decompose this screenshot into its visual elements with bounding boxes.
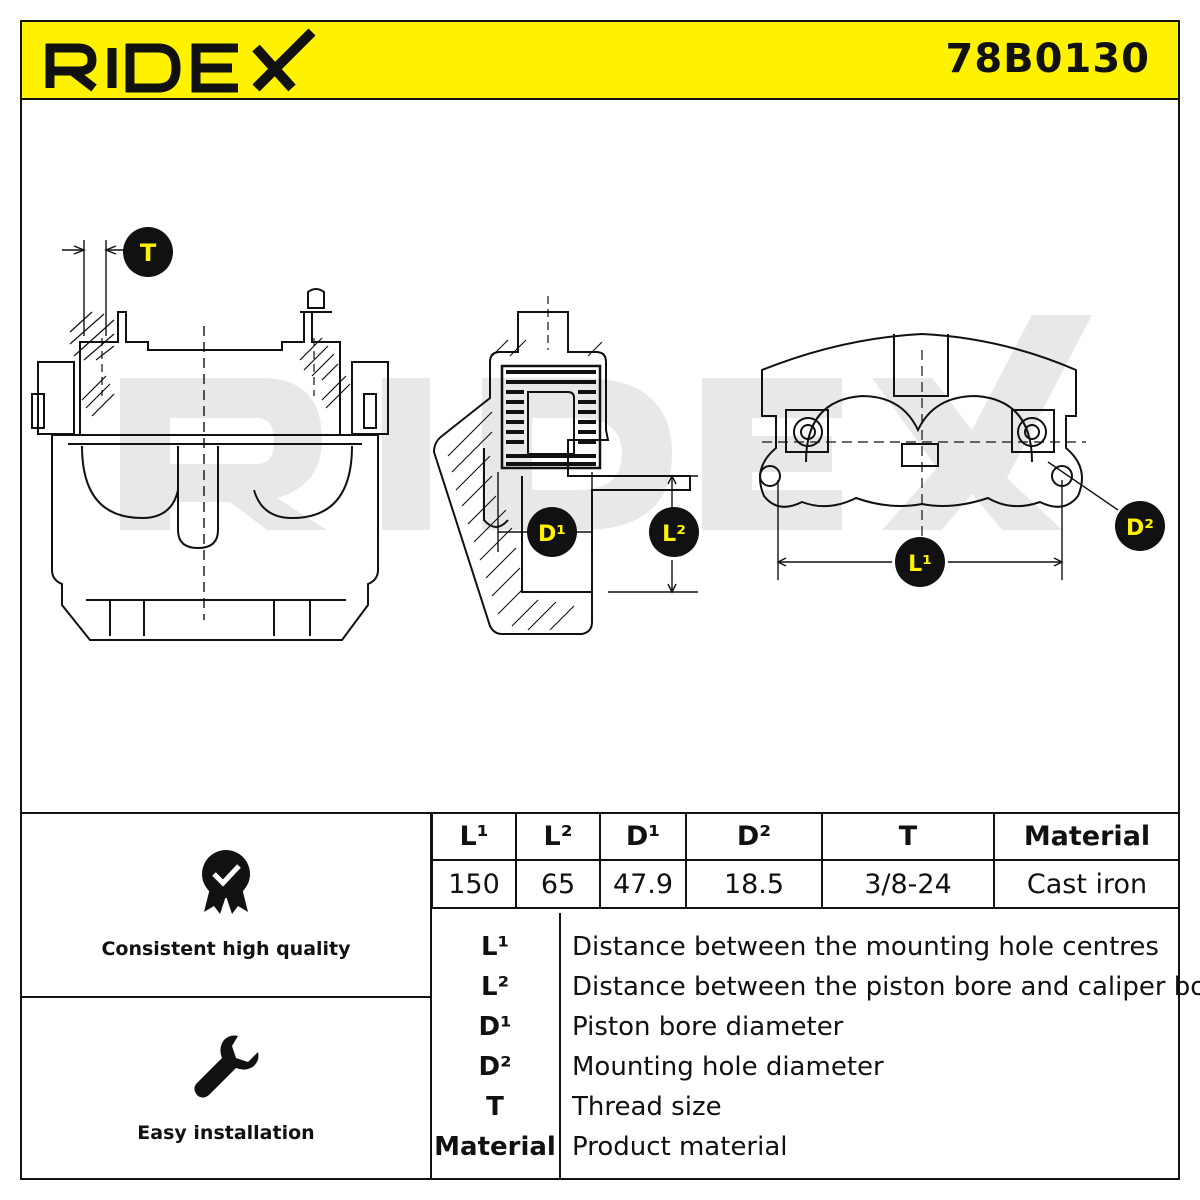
spec-value-cell: 65 bbox=[515, 859, 601, 909]
spec-header-cell: L² bbox=[515, 813, 601, 861]
spec-header-cell: L¹ bbox=[431, 813, 517, 861]
legend-key: D¹ bbox=[478, 1012, 512, 1042]
legend-key: T bbox=[486, 1092, 504, 1122]
spec-value-cell: Cast iron bbox=[993, 859, 1179, 909]
dimension-legend: L¹ Distance between the mounting hole ce… bbox=[431, 913, 1200, 1179]
panel-divider-vertical bbox=[430, 812, 432, 1180]
ridex-logo bbox=[45, 28, 316, 93]
spec-value-cell: 3/8-24 bbox=[821, 859, 995, 909]
caliper-front-view bbox=[31, 288, 389, 641]
spec-value-cell: 18.5 bbox=[685, 859, 823, 909]
section-hatch bbox=[447, 339, 603, 631]
spec-header-cell: D¹ bbox=[599, 813, 687, 861]
legend-row: D² Mounting hole diameter bbox=[431, 1047, 1179, 1087]
spec-value-row: 150 65 47.9 18.5 3/8-24 Cast iron bbox=[431, 859, 1179, 909]
feature-quality: Consistent high quality bbox=[22, 814, 430, 996]
left-hatch bbox=[69, 311, 351, 417]
feature-label: Consistent high quality bbox=[101, 938, 351, 960]
svg-text:D¹: D¹ bbox=[538, 522, 566, 547]
legend-desc: Product material bbox=[572, 1132, 788, 1162]
legend-key: L² bbox=[481, 972, 509, 1002]
spec-header-cell: D² bbox=[685, 813, 823, 861]
svg-text:L²: L² bbox=[662, 522, 686, 547]
legend-desc: Mounting hole diameter bbox=[572, 1052, 884, 1082]
l2-badge: L² bbox=[649, 507, 699, 557]
feature-divider bbox=[20, 996, 430, 998]
legend-row: T Thread size bbox=[431, 1087, 1179, 1127]
legend-desc: Piston bore diameter bbox=[572, 1012, 844, 1042]
caliper-back-view bbox=[759, 332, 1086, 540]
part-number: 78B0130 bbox=[945, 36, 1150, 82]
t-badge: T bbox=[123, 227, 173, 277]
caliper-drawing: T D¹ L² bbox=[31, 227, 1165, 641]
legend-desc: Distance between the mounting hole centr… bbox=[572, 932, 1159, 962]
quality-badge-icon bbox=[202, 850, 250, 914]
l1-badge: L¹ bbox=[895, 537, 945, 587]
wrench-icon bbox=[194, 1035, 259, 1098]
legend-key: Material bbox=[434, 1132, 556, 1162]
feature-installation: Easy installation bbox=[22, 998, 430, 1180]
spec-header-cell: T bbox=[821, 813, 995, 861]
spec-table: L¹ L² D¹ D² T Material 150 65 47.9 18.5 … bbox=[431, 813, 1179, 909]
caliper-section-view bbox=[432, 296, 691, 635]
spec-header-row: L¹ L² D¹ D² T Material bbox=[431, 813, 1179, 861]
feature-label: Easy installation bbox=[137, 1122, 315, 1144]
legend-row: L¹ Distance between the mounting hole ce… bbox=[431, 927, 1179, 967]
legend-desc: Thread size bbox=[572, 1092, 722, 1122]
legend-divider bbox=[559, 913, 561, 1179]
legend-key: L¹ bbox=[481, 932, 509, 962]
legend-row: L² Distance between the piston bore and … bbox=[431, 967, 1200, 1007]
legend-desc: Distance between the piston bore and cal… bbox=[572, 972, 1200, 1002]
d1-l2-dimensions bbox=[497, 472, 698, 594]
header-bar: 78B0130 bbox=[20, 20, 1180, 100]
svg-text:T: T bbox=[140, 239, 157, 267]
legend-row: Material Product material bbox=[431, 1127, 1179, 1167]
svg-text:L¹: L¹ bbox=[908, 552, 932, 577]
legend-row: D¹ Piston bore diameter bbox=[431, 1007, 1179, 1047]
legend-key: D² bbox=[478, 1052, 512, 1082]
l1-d2-dimensions bbox=[776, 461, 1119, 580]
ridex-watermark bbox=[120, 315, 1092, 530]
svg-text:D²: D² bbox=[1126, 516, 1154, 541]
spec-header-cell: Material bbox=[993, 813, 1179, 861]
d1-badge: D¹ bbox=[527, 507, 577, 557]
t-dimension bbox=[62, 240, 126, 336]
d2-badge: D² bbox=[1115, 501, 1165, 551]
spec-value-cell: 47.9 bbox=[599, 859, 687, 909]
spec-value-cell: 150 bbox=[431, 859, 517, 909]
piston-texture bbox=[506, 370, 596, 466]
